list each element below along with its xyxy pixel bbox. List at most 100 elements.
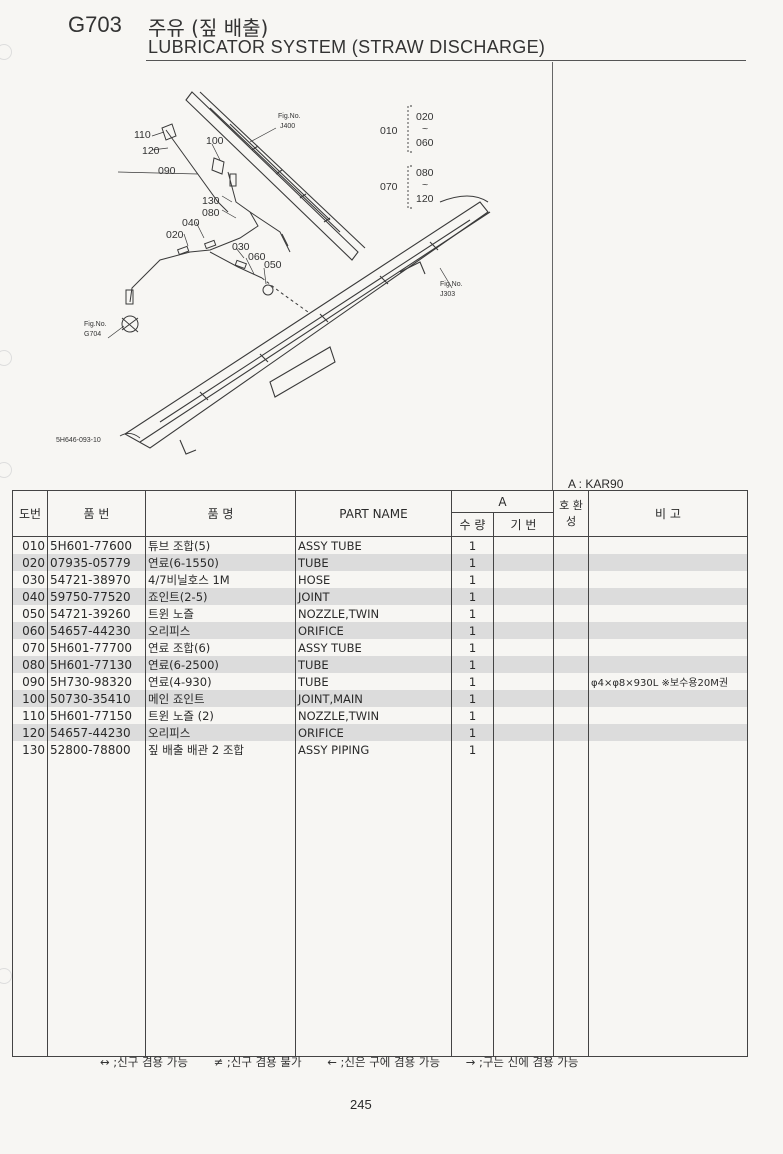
callout-120: 120: [142, 145, 160, 157]
cell-part-name: HOSE: [295, 571, 452, 588]
cell-part-name: NOZZLE,TWIN: [295, 605, 452, 622]
cell-part-no: 50730-35410: [47, 690, 146, 707]
col-header-no: 도번: [12, 490, 48, 537]
table-row: 120 54657-44230 오리피스 ORIFICE 1: [12, 724, 748, 741]
cell-name-ko: 연료(4-930): [145, 673, 296, 690]
cell-no: 070: [12, 639, 48, 656]
cell-base-no: [493, 605, 554, 622]
cell-interchange: [553, 605, 589, 622]
cell-part-name: ORIFICE: [295, 724, 452, 741]
group-010-to: 060: [416, 137, 434, 149]
cell-remarks: [588, 707, 748, 724]
col-header-base-no: 기 번: [493, 512, 554, 537]
cell-interchange: [553, 622, 589, 639]
cell-name-ko: 오리피스: [145, 724, 296, 741]
empty-cell: [553, 758, 589, 1057]
cell-qty: 1: [451, 588, 494, 605]
group-010-from: 020: [416, 111, 434, 123]
empty-cell: [493, 758, 554, 1057]
cell-remarks: [588, 724, 748, 741]
fig-ref-no-j303: J303: [440, 291, 455, 298]
cell-qty: 1: [451, 536, 494, 554]
legend-item: → ;구는 신에 겸용 가능: [465, 1055, 579, 1069]
group-010-tilde: ~: [422, 123, 428, 135]
cell-part-no: 59750-77520: [47, 588, 146, 605]
cell-part-no: 5H730-98320: [47, 673, 146, 690]
cell-part-no: 54721-38970: [47, 571, 146, 588]
cell-base-no: [493, 707, 554, 724]
fig-ref-label-j400: Fig.No.: [278, 113, 301, 120]
section-code: G703: [68, 12, 122, 37]
callout-080: 080: [202, 207, 220, 219]
col-header-part-no: 품 번: [47, 490, 146, 537]
cell-qty: 1: [451, 741, 494, 758]
section-title-korean: 주유 (짚 배출): [148, 16, 269, 40]
cell-name-ko: 연료(6-2500): [145, 656, 296, 673]
table-row: 010 5H601-77600 튜브 조합(5) ASSY TUBE 1: [12, 536, 748, 554]
legend-item: ← ;신은 구에 겸용 가능: [327, 1055, 441, 1069]
cell-name-ko: 죠인트(2-5): [145, 588, 296, 605]
legend-item: ≠ ;신구 겸용 불가: [213, 1055, 302, 1069]
cell-remarks: [588, 639, 748, 656]
cell-remarks: [588, 536, 748, 554]
cell-name-ko: 4/7비닐호스 1M: [145, 571, 296, 588]
cell-no: 020: [12, 554, 48, 571]
callout-090: 090: [158, 165, 176, 177]
table-row: 110 5H601-77150 트윈 노즐 (2) NOZZLE,TWIN 1: [12, 707, 748, 724]
cell-no: 100: [12, 690, 48, 707]
table-row: 070 5H601-77700 연료 조합(6) ASSY TUBE 1: [12, 639, 748, 656]
cell-name-ko: 트윈 노즐: [145, 605, 296, 622]
cell-base-no: [493, 622, 554, 639]
cell-part-name: JOINT: [295, 588, 452, 605]
group-070-tilde: ~: [422, 179, 428, 191]
drawing-number: 5H646-093-10: [56, 437, 101, 444]
cell-name-ko: 연료(6-1550): [145, 554, 296, 571]
cell-part-no: 52800-78800: [47, 741, 146, 758]
cell-remarks: [588, 622, 748, 639]
cell-no: 090: [12, 673, 48, 690]
col-header-part-name: PART NAME: [295, 490, 452, 537]
callout-050: 050: [264, 259, 282, 271]
cell-remarks: [588, 741, 748, 758]
tube-routing-drawing: [121, 123, 309, 333]
cell-base-no: [493, 588, 554, 605]
cell-qty: 1: [451, 673, 494, 690]
cell-base-no: [493, 536, 554, 554]
cell-part-name: NOZZLE,TWIN: [295, 707, 452, 724]
cell-qty: 1: [451, 707, 494, 724]
cell-qty: 1: [451, 622, 494, 639]
cell-remarks: φ4×φ8×930L ※보수용20M권: [588, 673, 748, 690]
cell-no: 010: [12, 536, 48, 554]
cell-qty: 1: [451, 690, 494, 707]
cell-part-no: 5H601-77600: [47, 536, 146, 554]
cell-remarks: [588, 656, 748, 673]
callout-040: 040: [182, 217, 200, 229]
empty-cell: [47, 758, 146, 1057]
cell-no: 130: [12, 741, 48, 758]
cell-part-no: 07935-05779: [47, 554, 146, 571]
empty-cell: [588, 758, 748, 1057]
cell-interchange: [553, 588, 589, 605]
cell-part-name: ASSY TUBE: [295, 639, 452, 656]
cell-base-no: [493, 724, 554, 741]
figure-divider: [552, 62, 553, 490]
cell-qty: 1: [451, 571, 494, 588]
col-header-interchange: 호 환 성: [553, 490, 589, 537]
cell-base-no: [493, 571, 554, 588]
group-brackets: [407, 105, 412, 209]
model-note: A : KAR90: [568, 477, 624, 491]
cell-part-no: 54657-44230: [47, 724, 146, 741]
cell-interchange: [553, 724, 589, 741]
table-row: 100 50730-35410 메인 죠인트 JOINT,MAIN 1: [12, 690, 748, 707]
cell-remarks: [588, 690, 748, 707]
cell-name-ko: 메인 죠인트: [145, 690, 296, 707]
table-row: 060 54657-44230 오리피스 ORIFICE 1: [12, 622, 748, 639]
interchange-legend: ↔ ;신구 겸용 가능 ≠ ;신구 겸용 불가 ← ;신은 구에 겸용 가능 →…: [100, 1054, 600, 1070]
cell-interchange: [553, 536, 589, 554]
fig-ref-no-j400: J400: [280, 123, 295, 130]
callout-100: 100: [206, 135, 224, 147]
cell-no: 040: [12, 588, 48, 605]
fig-ref-label-g704: Fig.No.: [84, 321, 107, 328]
cell-base-no: [493, 741, 554, 758]
cell-remarks: [588, 605, 748, 622]
